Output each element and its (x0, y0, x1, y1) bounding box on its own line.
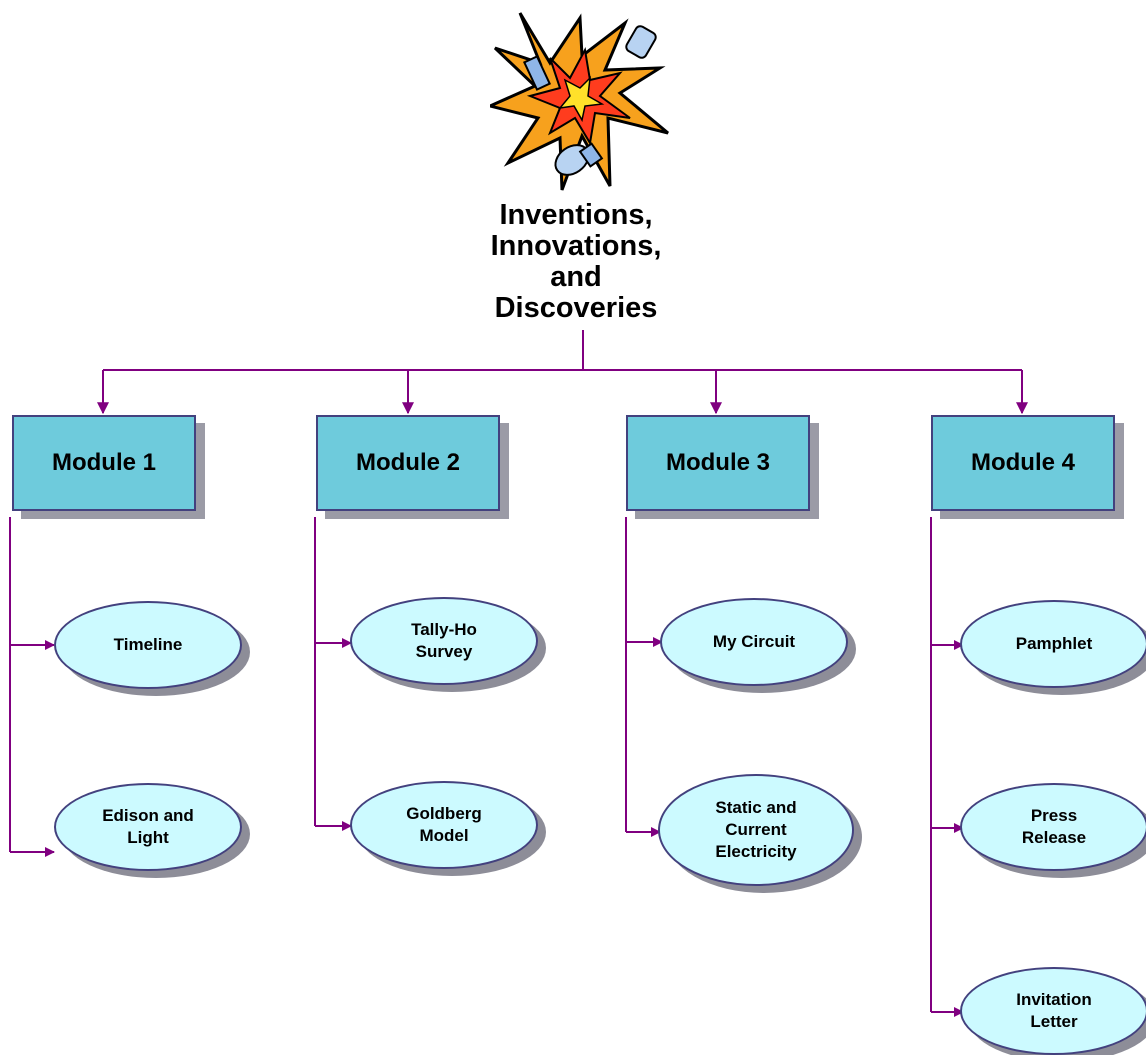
item-invitation-letter: Invitation Letter (960, 967, 1146, 1055)
module-3-label: Module 3 (665, 449, 770, 476)
module-2-label: Module 2 (355, 449, 460, 476)
module-1-label: Module 1 (51, 449, 156, 476)
title-line-3: and (550, 261, 602, 293)
title-line-2: Innovations, (490, 230, 662, 262)
item-pamphlet: Pamphlet (960, 600, 1146, 688)
module-1-box: Module 1 (12, 415, 196, 511)
item-my-circuit: My Circuit (660, 598, 848, 686)
item-goldberg-model: Goldberg Model (350, 781, 538, 869)
title-line-1: Inventions, (499, 199, 653, 231)
module-3-box: Module 3 (626, 415, 810, 511)
module-4-box: Module 4 (931, 415, 1115, 511)
module-4-label: Module 4 (970, 449, 1075, 476)
module-2-box: Module 2 (316, 415, 500, 511)
item-static-and-current-electricity: Static and Current Electricity (658, 774, 854, 886)
title-line-4: Discoveries (494, 292, 658, 324)
explosion-clipart-icon (490, 12, 669, 191)
item-edison-and-light: Edison and Light (54, 783, 242, 871)
item-tally-ho-survey: Tally-Ho Survey (350, 597, 538, 685)
diagram-title: Inventions, Innovations, and Discoveries (456, 200, 696, 324)
item-press-release: Press Release (960, 783, 1146, 871)
item-timeline: Timeline (54, 601, 242, 689)
